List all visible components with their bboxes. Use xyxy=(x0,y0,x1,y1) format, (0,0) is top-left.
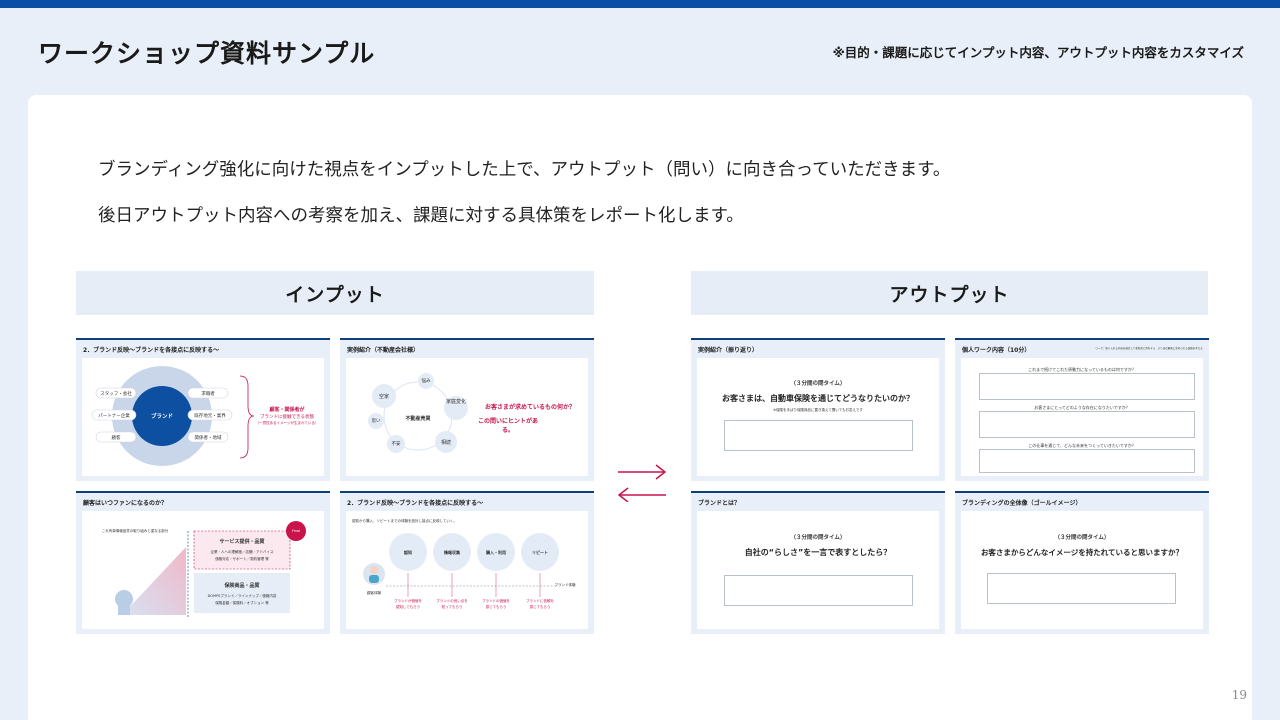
left-item-1: スタッフ・会社 xyxy=(100,392,132,397)
slide-body: （３分間の問タイム） 自社の“らしさ”を一言で表すとしたら？ xyxy=(697,511,939,629)
journey-step-2: 情報収集 xyxy=(444,550,460,555)
work-question-3: この仕事を通じて、どんな未来をつくっていきたいですか？ xyxy=(1028,443,1136,448)
cycle-node-3: 相続 xyxy=(440,440,451,446)
journey-axis-label: ブランド体験 xyxy=(554,583,576,587)
slide-title: 実例紹介（振り返り） xyxy=(698,347,759,354)
question-text: お客さまからどんなイメージを持たれていると思いますか？ xyxy=(980,548,1184,557)
service-box-line-1: 企業・人への理解度／店舗・アドバイス xyxy=(210,550,274,554)
slide-body: （３分間の問タイム） お客さまは、自動車保険を通じてどうなりたいのか？ ※保険を… xyxy=(697,358,939,476)
step-note-4b: 感じてもらう xyxy=(529,605,551,609)
journey-step-3: 購入・利用 xyxy=(486,550,506,555)
page-title: ワークショップ資料サンプル xyxy=(38,39,376,68)
right-item-3: 関係者・地域 xyxy=(194,436,222,441)
step-note-1a: ブランドが価値を xyxy=(394,599,422,603)
output-slide-individual-work: 個人ワーク内容（10分） ワーク：取り入れる内容を検討して参加者と共有する より… xyxy=(955,338,1209,481)
work-answer-box-3 xyxy=(979,449,1195,473)
work-question-1: これまで続けてこれた原動力になっているものは何ですか？ xyxy=(1028,367,1136,372)
fan-growth-diagram xyxy=(115,521,306,617)
slide-title: ブランドとは？ xyxy=(698,500,741,507)
page-number: 19 xyxy=(1231,688,1247,702)
lead-text-2: 後日アウトプット内容への考察を加え、課題に対する具体策をレポート化します。 xyxy=(98,206,744,226)
input-slide-brand-reflection: 2．ブランド反映～ブランドを各接点に反映する～ ブランド スタッフ・会社 パート… xyxy=(76,338,330,481)
cycle-node-6: 空家 xyxy=(378,394,389,400)
work-side-note: ワーク：取り入れる内容を検討して参加者と共有する より自社顧客に求められる価値を… xyxy=(1095,347,1203,350)
callout-line-1: 顧客・関係者が xyxy=(269,407,305,413)
cycle-center-label: 不動産売買 xyxy=(405,416,431,422)
slide-body: ブランド スタッフ・会社 パートナー企業 顧客 求職者 既存地元・業界 関係者・… xyxy=(82,358,324,476)
slide-title: 個人ワーク内容（10分） xyxy=(962,347,1031,354)
customize-note: ※目的・課題に応じてインプット内容、アウトプット内容をカスタマイズ xyxy=(832,45,1244,60)
case-hint: この問いにヒントがある。 xyxy=(478,418,539,434)
output-slide-review: 実例紹介（振り返り） （３分間の問タイム） お客さまは、自動車保険を通じてどうな… xyxy=(691,338,945,481)
slide-title: 2．ブランド反映～ブランドを各接点に反映する～ xyxy=(83,347,220,354)
top-accent-bar xyxy=(0,0,1280,8)
input-section-header: インプット xyxy=(76,271,594,315)
slide-body: （３分間の問タイム） お客さまからどんなイメージを持たれていると思いますか？ xyxy=(961,511,1203,629)
exchange-arrows-icon xyxy=(617,464,667,502)
needs-cycle-diagram xyxy=(368,373,468,453)
right-item-2: 既存地元・業界 xyxy=(194,414,226,419)
cycle-node-5: 思い xyxy=(371,419,381,424)
slide-body: 認知から購入、リピートまでの体験を設計し接点に反映していく。 認知 情報収集 購… xyxy=(346,511,588,629)
slide-body: これ有事情報品質の取り組みと重なる部分 Final サービス提供・品質 企業・人… xyxy=(82,511,324,629)
journey-person-label: 顧客体験 xyxy=(367,591,381,595)
output-slide-what-is-brand: ブランドとは？ （３分間の問タイム） 自社の“らしさ”を一言で表すとしたら？ xyxy=(691,491,945,634)
slide-title: 顧客はいつファンになるのか？ xyxy=(83,500,168,507)
step-note-2b: 知ってもらう xyxy=(441,605,463,609)
cycle-node-1: 悩み xyxy=(421,379,431,384)
journey-subtitle: 認知から購入、リピートまでの体験を設計し接点に反映していく。 xyxy=(352,519,457,523)
input-slide-real-estate-case: 実例紹介（不動産会社様） 不動産売買 悩み 家庭変化 相続 不安 思い 空家 お… xyxy=(340,338,594,481)
journey-step-4: リピート xyxy=(532,550,548,555)
answer-box xyxy=(987,573,1176,604)
question-sub: ※保険を手ばり保険商品に置き換えて聞いてもお答えです xyxy=(773,408,863,412)
slide-title: 2．ブランド反映～ブランドを各接点に反映する～ xyxy=(347,500,484,507)
service-box-line-2: 価格対応・サポート／契約管理 等 xyxy=(215,557,269,561)
input-slide-fan-timing: 顧客はいつファンになるのか？ これ有事情報品質の取り組みと重なる部分 Final… xyxy=(76,491,330,634)
answer-box xyxy=(724,420,913,451)
callout-line-2: ブランドに接触できる状態 xyxy=(260,415,314,420)
slide-body: これまで続けてこれた原動力になっているものは何ですか？ お客さまにとってどのよう… xyxy=(961,358,1203,476)
question-time-label: （３分間の問タイム） xyxy=(790,381,846,387)
step-note-2a: ブランドの良い点を xyxy=(436,599,468,603)
slide-title: 実例紹介（不動産会社様） xyxy=(347,347,420,354)
lead-text-1: ブランディング強化に向けた視点をインプットした上で、アウトプット（問い）に向き合… xyxy=(98,160,951,180)
step-note-3b: 感じてもらう xyxy=(485,605,507,609)
work-question-2: お客さまにとってどのような存在になりたいですか？ xyxy=(1034,405,1130,410)
step-note-4a: ブランドに信頼を xyxy=(526,599,554,603)
product-box-title: 保険商品・品質 xyxy=(224,583,260,589)
left-item-3: 顧客 xyxy=(111,436,121,441)
callout-line-3: （一貫性あるイメージが生まれている） xyxy=(255,421,319,425)
question-time-label: （３分間の問タイム） xyxy=(1054,535,1110,541)
case-question: お客さまが求めているもの何か？ xyxy=(484,404,575,411)
work-answer-box-1 xyxy=(979,373,1195,400)
left-item-2: パートナー企業 xyxy=(98,414,130,419)
step-note-3a: ブランドの価値を xyxy=(482,599,510,603)
input-slide-customer-journey: 2．ブランド反映～ブランドを各接点に反映する～ 認知から購入、リピートまでの体験… xyxy=(340,491,594,634)
step-note-1b: 認知してもらう xyxy=(395,605,421,609)
output-slide-branding-overview: ブランディングの全体像（ゴールイメージ） （３分間の問タイム） お客さまからどん… xyxy=(955,491,1209,634)
fan-caption: これ有事情報品質の取り組みと重なる部分 xyxy=(101,529,169,533)
cycle-node-4: 不安 xyxy=(391,442,401,447)
question-time-label: （３分間の問タイム） xyxy=(790,535,846,541)
question-text: 自社の“らしさ”を一言で表すとしたら？ xyxy=(744,548,892,557)
question-text: お客さまは、自動車保険を通じてどうなりたいのか？ xyxy=(722,394,914,403)
service-box-title: サービス提供・品質 xyxy=(219,539,265,545)
brand-center-label: ブランド xyxy=(150,414,173,420)
journey-step-1: 認知 xyxy=(404,550,412,555)
slide-title: ブランディングの全体像（ゴールイメージ） xyxy=(962,500,1082,507)
journey-diagram xyxy=(363,533,559,597)
product-box-line-1: DOMPSブランド／ラインナップ／価格内容 xyxy=(207,594,277,598)
final-badge: Final xyxy=(291,529,301,533)
answer-box xyxy=(724,575,913,606)
product-box-line-2: 保険金額／保険料／オプション 等 xyxy=(215,601,269,605)
brand-diagram xyxy=(91,366,255,466)
right-item-1: 求職者 xyxy=(201,392,215,397)
work-answer-box-2 xyxy=(979,411,1195,438)
slide-body: 不動産売買 悩み 家庭変化 相続 不安 思い 空家 お客さまが求めているもの何か… xyxy=(346,358,588,476)
output-section-header: アウトプット xyxy=(691,271,1208,315)
cycle-node-2: 家庭変化 xyxy=(445,399,466,405)
